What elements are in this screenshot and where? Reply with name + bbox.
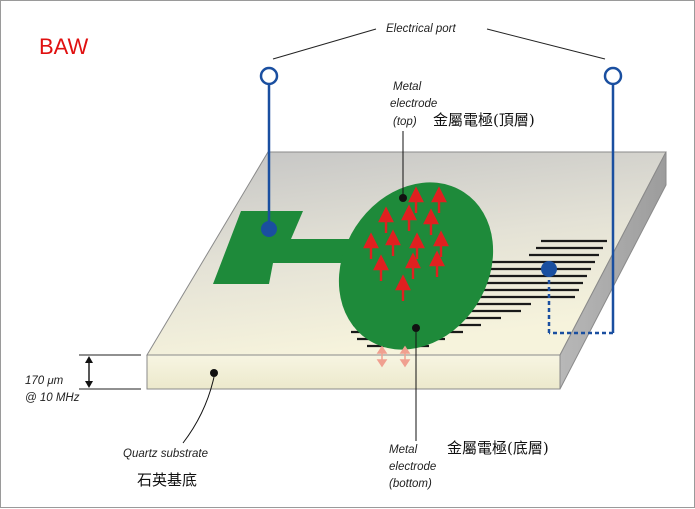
bottom-contact-dot xyxy=(541,261,557,277)
electrical-port-callout: Electrical port xyxy=(272,23,606,60)
thickness-label-1: 170 μm xyxy=(25,375,64,387)
electrical-port-label: Electrical port xyxy=(386,23,456,35)
polarization-arrows xyxy=(363,186,449,301)
quartz-substrate-label: Quartz substrate xyxy=(123,448,208,460)
arrow xyxy=(433,230,449,257)
arrow xyxy=(395,274,411,301)
diagram-title: BAW xyxy=(39,34,89,59)
substrate-front-face xyxy=(146,354,561,390)
thickness-callout: 170 μm @ 10 MHz xyxy=(25,354,141,404)
metal-top-label-2: electrode xyxy=(390,98,437,110)
metal-electrode-top-callout: Metal electrode (top) 金屬電極(頂層) xyxy=(390,81,535,202)
top-electrode-pad xyxy=(213,211,361,284)
arrow xyxy=(431,186,447,213)
electrical-port-wires xyxy=(259,66,623,335)
arrow xyxy=(423,208,439,235)
metal-electrode-bottom-callout: Metal electrode (bottom) 金屬電極(底層) xyxy=(389,324,549,490)
port-terminal-right xyxy=(603,66,623,86)
metal-bottom-label-2: electrode xyxy=(389,461,436,473)
metal-top-label-3: (top) xyxy=(393,116,417,128)
arrow xyxy=(378,206,394,233)
arrow xyxy=(408,186,424,213)
arrow xyxy=(363,232,379,259)
thickness-label-2: @ 10 MHz xyxy=(25,392,80,404)
quartz-substrate-label-cn: 石英基底 xyxy=(137,471,197,489)
top-contact-dot xyxy=(261,221,277,237)
arrow xyxy=(429,250,445,277)
metal-top-label-1: Metal xyxy=(393,81,422,93)
acoustic-wave-arrows xyxy=(376,345,411,368)
arrow xyxy=(405,252,421,279)
metal-bottom-label-1: Metal xyxy=(389,444,418,456)
metal-bottom-label-cn: 金屬電極(底層) xyxy=(447,439,549,457)
arrow xyxy=(385,229,401,256)
arrow xyxy=(401,204,417,231)
metal-top-label-cn: 金屬電極(頂層) xyxy=(433,111,535,129)
arrow xyxy=(373,254,389,281)
arrow xyxy=(409,232,425,259)
quartz-substrate-callout: Quartz substrate 石英基底 xyxy=(123,369,218,489)
metal-bottom-label-3: (bottom) xyxy=(389,478,432,490)
port-terminal-left xyxy=(259,66,279,86)
